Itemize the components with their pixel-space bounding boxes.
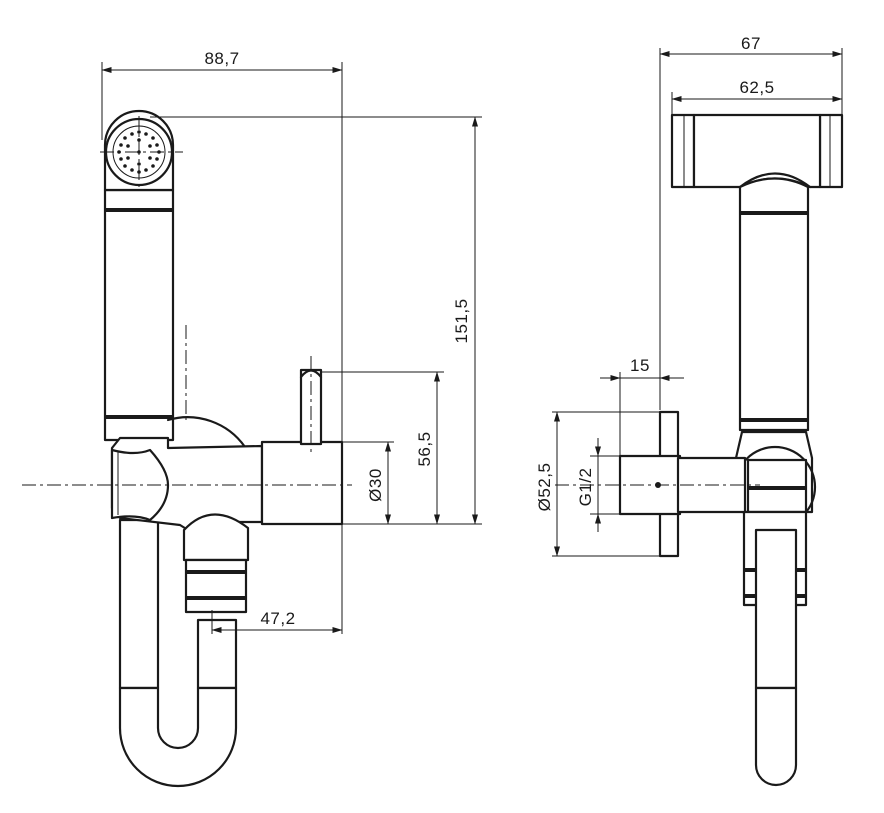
dim-front-handle-width: 62,5 xyxy=(739,78,774,97)
holder-arc xyxy=(166,416,247,449)
dim-flange-depth: 15 xyxy=(630,356,650,375)
dim-valve-diameter: Ø30 xyxy=(366,468,385,502)
dim-overall-width: 88,7 xyxy=(204,49,239,68)
holder-body xyxy=(110,436,264,532)
front-wall-flange xyxy=(618,410,747,558)
dim-flange-diameter: Ø52,5 xyxy=(535,463,554,512)
hand-shower xyxy=(103,109,175,442)
dim-overall-height: 151,5 xyxy=(452,298,471,343)
outlet-elbow xyxy=(182,513,250,614)
front-view: 67 62,5 15 Ø52,5 G1/2 xyxy=(535,34,844,787)
side-view: 88,7 151,5 56,5 Ø30 47,2 xyxy=(22,49,482,788)
dim-valve-height: 56,5 xyxy=(415,431,434,466)
front-hose xyxy=(754,528,798,787)
valve-cylinder xyxy=(260,368,344,526)
spray-nozzles xyxy=(117,130,161,174)
front-shower-head xyxy=(670,113,844,189)
dim-outlet-offset: 47,2 xyxy=(260,609,295,628)
hose xyxy=(118,518,238,788)
front-shower-handle xyxy=(738,177,810,432)
dim-front-overall-width: 67 xyxy=(741,34,761,53)
dim-thread-size: G1/2 xyxy=(576,468,595,507)
